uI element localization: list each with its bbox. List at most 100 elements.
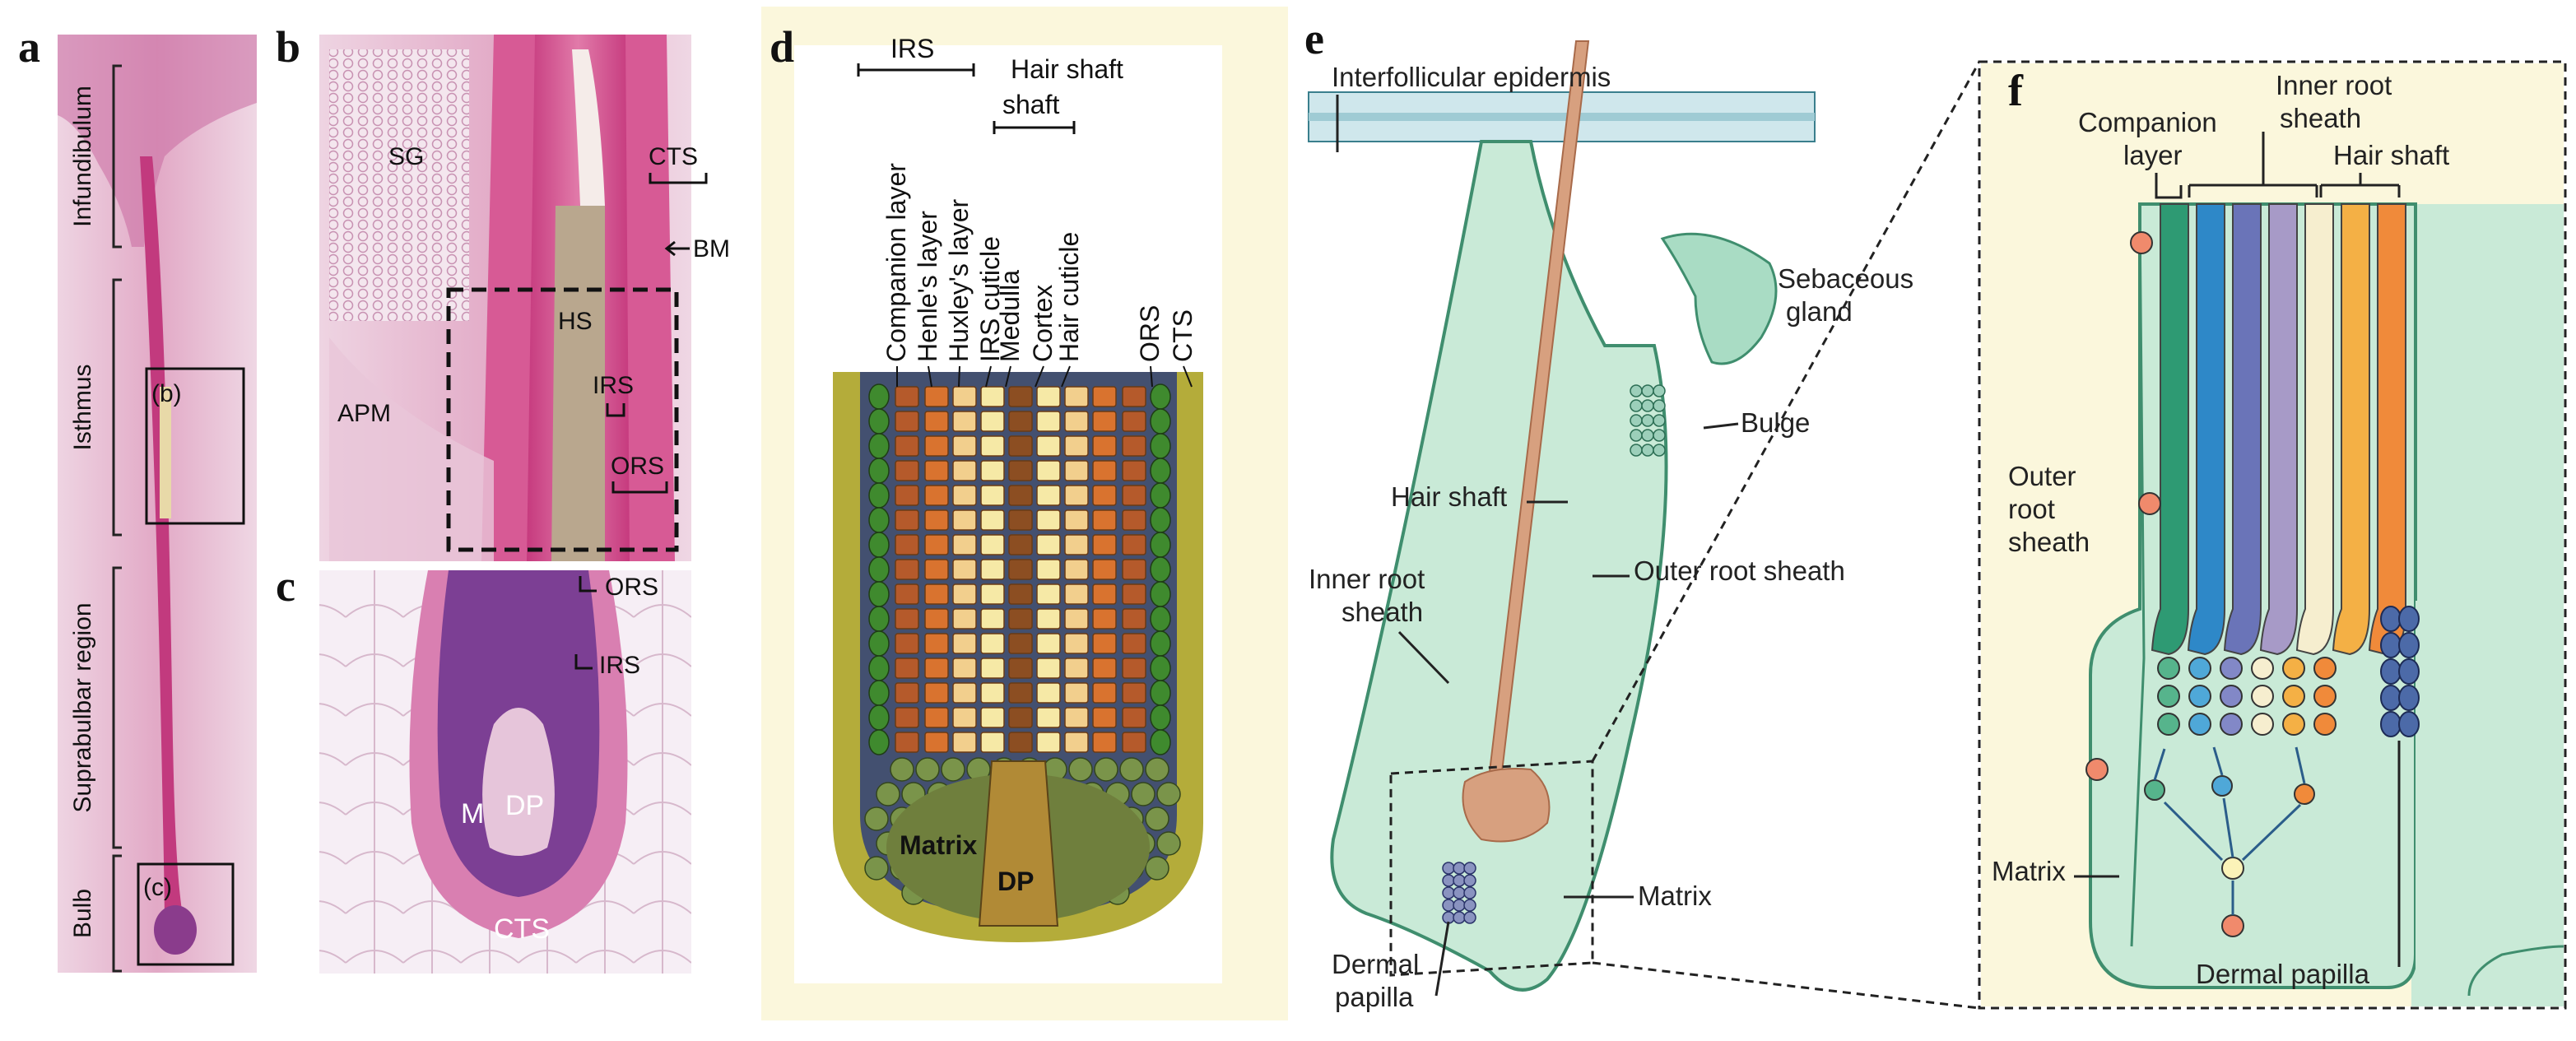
panel-a-letter: a [18,22,40,72]
layer-cts: CTS [1168,309,1197,362]
layer-cell [952,411,977,432]
panel-b-letter: b [276,22,300,72]
panel-e-letter: e [1304,14,1324,63]
matrix-cell [1145,757,1169,782]
layer-cell [1008,534,1033,555]
layer-cell [924,608,949,630]
matrix-cell-f [2313,713,2337,736]
bulge-cell [1641,414,1654,427]
layer-cell [952,583,977,605]
layer-cell [895,485,919,506]
ors-cell [1150,729,1171,755]
bulge-cell [1630,399,1643,412]
label-companion: Companion [2078,107,2217,137]
box-c-label: (c) [143,874,172,901]
panel-b: b SG HS APM IRS ORS CTS BM [276,22,730,561]
bracket-irs-c [574,654,593,670]
ors-cell-1 [2130,231,2153,254]
layer-hair-cuticle: Hair cuticle [1054,232,1084,362]
progenitor-cell [2144,779,2165,801]
label-dermal-e: Dermal [1332,949,1419,979]
layer-huxley: Huxley's layer [944,198,974,362]
layer-cell [1036,485,1061,506]
layer-cell [952,386,977,407]
layer-cell [1122,707,1146,728]
label-papilla-e: papilla [1335,982,1414,1012]
panel-a-region-brackets [112,64,122,973]
progenitor-cell [2211,775,2233,797]
layer-cell [980,485,1005,506]
label-bm: BM [693,235,730,263]
ors-cell [1150,655,1171,681]
panel-d: d IRS Hair shaft shaft Companion layer H… [761,7,1288,1020]
layer-cell [924,732,949,753]
layer-cell [924,658,949,679]
label-matrix-f: Matrix [1992,856,2066,886]
layer-cell [895,633,919,654]
layer-cell [1008,658,1033,679]
layer-cell [1092,633,1117,654]
matrix-cell [1156,782,1181,806]
dp-cell-f [2398,632,2420,658]
layer-band [2259,203,2298,656]
ors-cell [1150,383,1171,410]
layer-cell [1092,386,1117,407]
bulge-cell [1641,429,1654,442]
ors-cell [1150,458,1171,484]
layer-ors: ORS [1135,305,1165,362]
layer-cell [980,707,1005,728]
label-layer: layer [2123,140,2183,170]
layer-cell [1122,682,1146,704]
layer-cell [1092,435,1117,457]
group-irs: IRS [890,34,934,63]
ors-cell [868,729,890,755]
layer-cell [1122,658,1146,679]
layer-cell [1064,386,1089,407]
layer-cell [1064,509,1089,531]
layer-cell [1122,509,1146,531]
panel-d-letter: d [770,22,794,72]
layer-cell [1036,435,1061,457]
panel-b-dashed-box [446,287,679,552]
label-ors-e: Outer root sheath [1634,555,1845,586]
bulge-cell [1653,429,1666,442]
layer-cell [952,460,977,481]
matrix-cell-f [2157,685,2180,708]
bulge-cell [1653,399,1666,412]
layer-cell [1122,435,1146,457]
bulge-cell [1641,399,1654,412]
label-dermal-papilla-f: Dermal papilla [2196,959,2370,989]
bracket-irs-d [857,63,975,77]
layer-cell [952,707,977,728]
panel-a-box-c [137,862,235,966]
matrix-cell-f [2188,657,2211,680]
panel-b-hair-shaft [551,206,605,561]
layer-cell [1036,460,1061,481]
layer-cell [895,583,919,605]
label-cts-c: CTS [494,913,550,945]
panel-c: c ORS IRS M DP CTS [276,561,691,974]
panel-f: f Companion layer Inner root sheath Hair… [1978,60,2567,1010]
dp-cell-e [1442,862,1455,875]
dp-cell-e [1442,874,1455,887]
layer-cell [1064,583,1089,605]
layer-cell [895,559,919,580]
layer-cell [1036,707,1061,728]
label-matrix-e: Matrix [1638,881,1712,911]
bracket-cts-b [649,173,708,184]
bulge-cells [1630,384,1666,457]
dp-cell-e [1453,911,1466,924]
layer-cortex: Cortex [1028,285,1058,362]
layer-cell [895,658,919,679]
layer-cell [924,435,949,457]
layer-cell [1008,682,1033,704]
layer-cell [1036,682,1061,704]
ors-cell [868,655,890,681]
region-infundibulum: Infundibulum [69,86,96,227]
layer-cell [924,707,949,728]
label-matrix-d: Matrix [900,830,977,860]
bulge-cell [1630,414,1643,427]
layer-cell [1008,485,1033,506]
panel-f-letter: f [2008,66,2024,115]
